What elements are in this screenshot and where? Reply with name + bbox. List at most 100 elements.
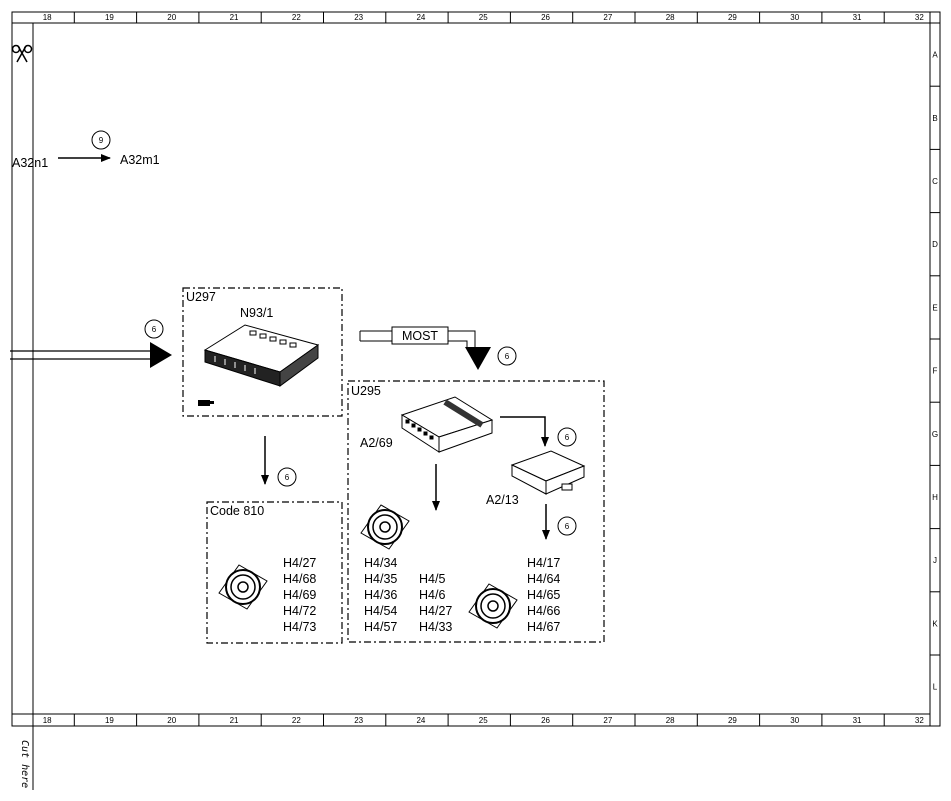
ref-circle-most [497,346,517,366]
arrow-to-a2-13 [500,416,549,447]
column-label: 30 [790,13,799,22]
row-label: A [932,51,938,60]
most-label: MOST [402,329,438,343]
column-label: 19 [105,13,114,22]
row-label: C [932,177,938,186]
input-arrow-head [150,342,172,368]
column-label: 20 [167,13,176,22]
column-label: 21 [230,13,239,22]
row-label: F [933,367,938,376]
speaker-code: H4/54 [364,604,397,618]
column-label: 31 [853,13,862,22]
row-label: G [932,430,938,439]
column-label: 25 [479,716,488,725]
u295-box [347,380,605,643]
column-label: 28 [666,716,675,725]
speaker-code: H4/67 [527,620,560,634]
u295-title: U295 [351,384,381,398]
pointing-hand-icon [198,400,214,406]
ref-circle-a2-69 [557,427,577,447]
column-label: 19 [105,716,114,725]
speaker-code: H4/72 [283,604,316,618]
row-label: E [932,303,937,312]
ref-number-9: 9 [99,136,104,145]
row-ticks: A B C D E F G H J K L [930,22,940,692]
column-label: 26 [541,716,550,725]
ref-circle-a2-13 [557,516,577,536]
scissors-icon [11,44,33,63]
column-label: 24 [416,716,425,725]
speaker-code: H4/65 [527,588,560,602]
speaker-code: H4/5 [419,572,445,586]
ref-number-code810: 6 [285,473,290,482]
speaker-icon-code810 [218,564,268,610]
column-label: 32 [915,13,924,22]
column-label: 32 [915,716,924,725]
ref-circle-9 [91,130,111,150]
speaker-code: H4/34 [364,556,397,570]
column-label: 25 [479,13,488,22]
row-label: D [932,240,938,249]
column-label: 31 [853,716,862,725]
a2-13-module-icon [510,450,586,495]
column-label: 23 [354,13,363,22]
speaker-code: H4/57 [364,620,397,634]
cut-here-label: Cut here [19,740,30,788]
ref-number-a2-13: 6 [565,522,570,531]
speaker-code: H4/66 [527,604,560,618]
column-label: 18 [43,13,52,22]
column-label: 22 [292,13,301,22]
a2-13-label: A2/13 [486,493,519,507]
most-label-box [391,326,449,345]
most-arrow-head [465,347,491,370]
row-label: J [933,556,937,565]
speaker-code: H4/68 [283,572,316,586]
speaker-code: H4/73 [283,620,316,634]
sheet-border [11,11,941,727]
speaker-code: H4/69 [283,588,316,602]
u297-title: U297 [186,290,216,304]
row-label: L [933,683,938,692]
speaker-icon-u295-left [360,504,410,550]
ref-circle-code810 [277,467,297,487]
speaker-code: H4/17 [527,556,560,570]
column-label: 27 [603,13,612,22]
column-label: 21 [230,716,239,725]
column-label: 29 [728,13,737,22]
column-label: 30 [790,716,799,725]
speaker-code: H4/64 [527,572,560,586]
column-label: 22 [292,716,301,725]
n93-label: N93/1 [240,306,273,320]
u297-box [182,287,343,417]
row-label: B [932,114,937,123]
speaker-code: H4/35 [364,572,397,586]
ref-number-most: 6 [505,352,510,361]
row-label: K [932,619,938,628]
code810-box [206,501,343,644]
speaker-icon-u295-right [468,583,518,629]
n93-unit-icon [203,324,320,387]
signal-target: A32m1 [120,153,160,167]
a2-69-label: A2/69 [360,436,393,450]
speaker-code: H4/33 [419,620,452,634]
column-label: 29 [728,716,737,725]
speaker-code: H4/27 [419,604,452,618]
column-label: 18 [43,716,52,725]
column-ticks: 1818191920202121222223232424252526262727… [11,12,924,726]
ref-number-a2-69: 6 [565,433,570,442]
column-label: 28 [666,13,675,22]
row-label: H [932,493,938,502]
column-label: 26 [541,13,550,22]
signal-source: A32n1 [12,156,48,170]
column-label: 20 [167,716,176,725]
speaker-code: H4/27 [283,556,316,570]
a2-69-module-icon [400,396,494,453]
speaker-code: H4/6 [419,588,445,602]
column-label: 23 [354,716,363,725]
code810-title: Code 810 [210,504,264,518]
